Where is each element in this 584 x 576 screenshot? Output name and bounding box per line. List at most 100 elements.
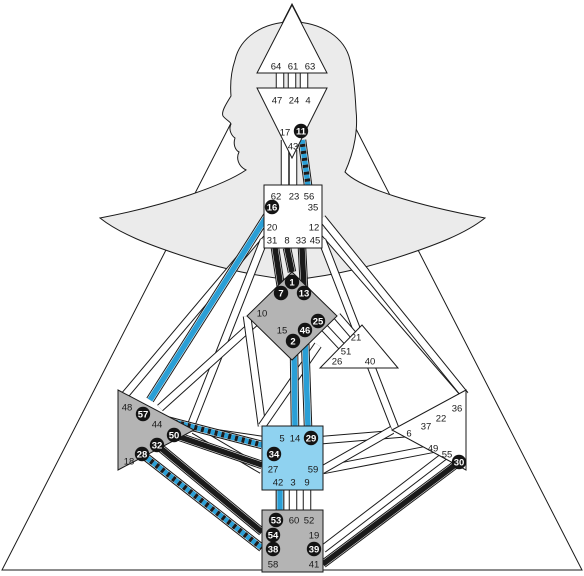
channel-13-33	[299, 247, 307, 289]
gate-36-label: 36	[452, 403, 463, 414]
gate-30: 30	[451, 454, 467, 470]
gate-34: 34	[266, 446, 282, 462]
gate-29-label: 29	[306, 433, 317, 444]
gate-16: 16	[264, 199, 280, 215]
channel-32-54	[155, 442, 264, 535]
gate-41-label: 41	[309, 559, 320, 570]
gate-33: 33	[296, 235, 307, 246]
gate-59-label: 59	[308, 464, 319, 475]
channel-2-14	[291, 349, 298, 427]
gate-2-label: 2	[290, 336, 295, 347]
gate-52: 52	[304, 515, 315, 526]
gate-35-label: 35	[308, 202, 319, 213]
gate-35: 35	[308, 202, 319, 213]
gate-61: 61	[288, 61, 299, 72]
channel-7-31	[272, 247, 284, 289]
gate-48: 48	[122, 402, 133, 413]
gate-44: 44	[152, 419, 163, 430]
gate-11: 11	[293, 123, 309, 139]
gate-53: 53	[268, 512, 284, 528]
gate-31: 31	[267, 235, 278, 246]
gate-7: 7	[273, 285, 289, 301]
gate-62-label: 62	[271, 191, 282, 202]
gate-5-label: 5	[279, 433, 284, 444]
gate-2-marker	[285, 333, 301, 349]
gate-1-label: 1	[289, 277, 295, 288]
gate-39-marker	[306, 541, 322, 557]
gate-46-marker	[297, 322, 313, 338]
gate-57-marker	[135, 406, 151, 422]
gate-12: 12	[309, 222, 320, 233]
gate-56: 56	[304, 191, 315, 202]
gate-16-label: 16	[267, 202, 278, 213]
gate-15-label: 15	[277, 325, 288, 336]
gate-26: 26	[332, 356, 343, 367]
gate-64-label: 64	[271, 61, 282, 72]
gate-9-label: 9	[304, 477, 309, 488]
channel-16-48	[147, 206, 275, 402]
gate-58: 58	[268, 559, 279, 570]
gate-28-label: 28	[137, 449, 148, 460]
gate-46-label: 46	[300, 325, 311, 336]
channel-structural-14-bed	[322, 444, 438, 474]
g-center	[246, 271, 338, 361]
gate-38-label: 38	[268, 544, 279, 555]
gate-38: 38	[265, 541, 281, 557]
gate-27-label: 27	[268, 464, 279, 475]
gate-47: 47	[272, 95, 283, 106]
gate-41: 41	[309, 559, 320, 570]
gate-6: 6	[406, 428, 411, 439]
gate-28: 28	[134, 446, 150, 462]
gate-28-marker	[134, 446, 150, 462]
gate-21: 21	[351, 332, 362, 343]
gate-4: 4	[305, 95, 310, 106]
gate-46: 46	[297, 322, 313, 338]
gate-26-label: 26	[332, 356, 343, 367]
channel-30-41	[321, 459, 461, 567]
gate-54-marker	[265, 527, 281, 543]
gate-24: 24	[289, 95, 300, 106]
solar-plexus-center	[390, 389, 467, 471]
gate-6-label: 6	[406, 428, 411, 439]
channel-39-55-bed	[321, 451, 449, 552]
gate-64: 64	[271, 61, 282, 72]
channel-46-29	[302, 337, 311, 427]
gate-22-label: 22	[436, 413, 447, 424]
gate-51: 51	[341, 346, 352, 357]
gate-36: 36	[452, 403, 463, 414]
gate-58-label: 58	[268, 559, 279, 570]
gate-20-label: 20	[267, 222, 278, 233]
gate-21-label: 21	[351, 332, 362, 343]
gate-56-label: 56	[304, 191, 315, 202]
gate-8: 8	[284, 235, 289, 246]
gate-30-marker	[451, 454, 467, 470]
gate-12-label: 12	[309, 222, 320, 233]
gate-32-label: 32	[152, 440, 163, 451]
gate-13: 13	[296, 285, 312, 301]
gate-49: 49	[428, 443, 439, 454]
gate-3-label: 3	[290, 477, 295, 488]
gate-57: 57	[135, 406, 151, 422]
gate-17: 17	[280, 127, 291, 138]
gate-24-label: 24	[289, 95, 300, 106]
gate-50: 50	[166, 427, 182, 443]
gate-63-label: 63	[305, 61, 316, 72]
channel-structural-13-bed	[322, 429, 409, 444]
gate-55-label: 55	[442, 449, 453, 460]
head-center	[256, 3, 328, 74]
gate-11-label: 11	[296, 126, 307, 137]
gate-13-marker	[296, 285, 312, 301]
gate-42-label: 42	[273, 477, 284, 488]
gate-2: 2	[285, 333, 301, 349]
ajna-center	[256, 87, 328, 160]
gate-4-label: 4	[305, 95, 310, 106]
gate-57-label: 57	[138, 409, 149, 420]
channel-structural-21-bed	[320, 427, 394, 473]
gate-34-label: 34	[269, 449, 280, 460]
gate-43: 43	[288, 141, 299, 152]
gate-49-label: 49	[428, 443, 439, 454]
gate-61-label: 61	[288, 61, 299, 72]
gate-45-label: 45	[310, 235, 321, 246]
gate-25-marker	[310, 313, 326, 329]
